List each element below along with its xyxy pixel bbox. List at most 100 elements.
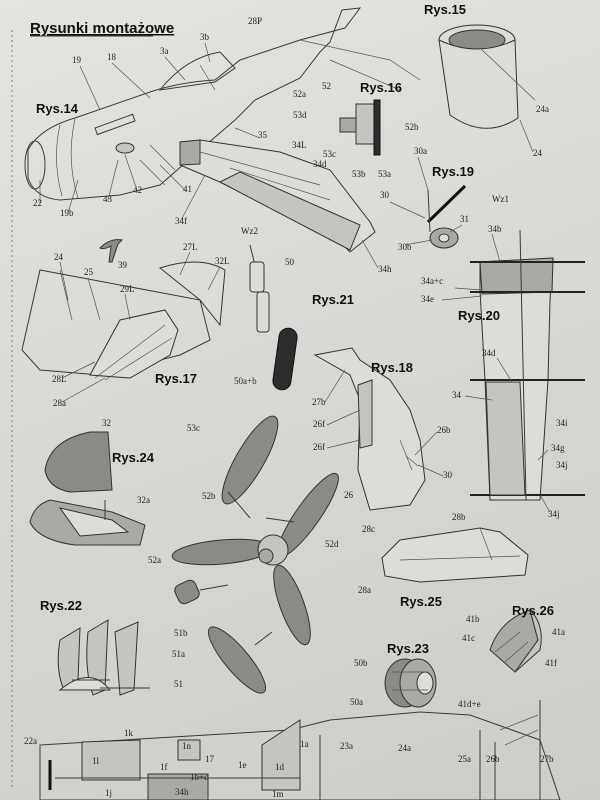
part-52a-prop-label: 52a <box>148 555 161 565</box>
part-26b-label: 26b <box>437 425 451 435</box>
part-26f-label-2: 26f <box>313 442 325 452</box>
part-25a-label: 25a <box>458 754 471 764</box>
part-34j-label-2: 34j <box>548 509 560 519</box>
part-34f-label: 34f <box>175 216 187 226</box>
part-41f-label: 41f <box>545 658 557 668</box>
part-1a-label: 1a <box>300 739 309 749</box>
page-title: Rysunki montażowe <box>30 20 174 37</box>
part-1d-label: 1d <box>275 762 285 772</box>
part-24-rys15-label: 24 <box>533 148 543 158</box>
rys22-label: Rys.22 <box>40 598 82 613</box>
part-34-label: 34 <box>452 390 462 400</box>
part-41b-label: 41b <box>466 614 480 624</box>
rys24-label: Rys.24 <box>112 450 155 465</box>
part-34b-label: 34b <box>488 224 502 234</box>
rys19-leaders <box>389 156 463 246</box>
part-53c-prop-label: 53c <box>187 423 200 433</box>
part-24a-bottom-label: 24a <box>398 743 411 753</box>
part-39-label: 39 <box>118 260 128 270</box>
rys25-label: Rys.25 <box>400 594 442 609</box>
part-26b-bottom-label: 26b <box>486 754 500 764</box>
rys15-leader <box>519 119 534 153</box>
part-3a-label: 3a <box>160 46 169 56</box>
rys21-tailwheel-drawing <box>249 244 298 391</box>
part-26f-label-1: 26f <box>313 419 325 429</box>
part-22a-label: 22a <box>24 736 37 746</box>
part-39-shape <box>99 239 124 263</box>
part-22-label: 22 <box>33 198 42 208</box>
part-30-rys19-label: 30 <box>380 190 390 200</box>
part-34g-label: 34g <box>551 443 565 453</box>
part-41a-label: 41a <box>552 627 565 637</box>
part-26-label: 26 <box>344 490 354 500</box>
rys14-fuselage-drawing <box>24 7 421 201</box>
rys26-drawing <box>489 608 542 673</box>
part-51b-label: 51b <box>174 628 188 638</box>
part-51a-label: 51a <box>172 649 185 659</box>
part-51-label: 51 <box>174 679 183 689</box>
part-34a-c-label: 34a+c <box>421 276 443 286</box>
part-53c-rys16-label: 53c <box>323 149 336 159</box>
part-34L-label: 34L <box>292 140 307 150</box>
part-19b-label: 19b <box>60 208 74 218</box>
rys17-leaders <box>59 251 221 403</box>
part-1l-label: 1l <box>92 756 100 766</box>
rys15-cowling-drawing <box>438 24 536 129</box>
part-1b-c-label: 1b+c <box>190 772 208 782</box>
part-41-label: 41 <box>183 184 192 194</box>
part-28L-label: 28L <box>52 374 67 384</box>
part-1e-label: 1e <box>238 760 247 770</box>
rys18-drawing <box>313 347 426 511</box>
rys18-label: Rys.18 <box>371 360 413 375</box>
part-27b-bottom-label: 27b <box>540 754 554 764</box>
part-1f-label: 1f <box>160 762 168 772</box>
rys15-label: Rys.15 <box>424 2 466 17</box>
rys25-canopy-drawing <box>381 527 529 583</box>
rys21-label: Rys.21 <box>312 292 354 307</box>
part-1n-label: 1n <box>182 741 192 751</box>
part-34j-label-1: 34j <box>556 460 568 470</box>
part-28P-label: 28P <box>248 16 262 26</box>
rys20-label: Rys.20 <box>458 308 500 323</box>
part-53d-label: 53d <box>293 110 307 120</box>
rys26-label: Rys.26 <box>512 603 554 618</box>
rys19-gear-drawing <box>426 184 467 249</box>
part-30b-label: 30b <box>398 242 412 252</box>
part-18-label: 18 <box>107 52 117 62</box>
rys16-label: Rys.16 <box>360 80 402 95</box>
part-32-label: 32 <box>102 418 111 428</box>
rys17-label: Rys.17 <box>155 371 197 386</box>
part-28c-label: 28c <box>362 524 375 534</box>
part-34h-label: 34h <box>378 264 392 274</box>
rys18-leaders <box>324 369 444 477</box>
part-52a-rys16-label: 52a <box>293 89 306 99</box>
part-3b-label: 3b <box>200 32 210 42</box>
rys14-leader-lines <box>39 42 379 269</box>
part-19-label: 19 <box>72 55 82 65</box>
part-29L-label: 29L <box>120 284 135 294</box>
rys23-label: Rys.23 <box>387 641 429 656</box>
part-31-label: 31 <box>460 214 469 224</box>
bottom-fuselage-strip <box>39 700 561 800</box>
wing-34-drawing <box>179 139 376 253</box>
rys22-drawing <box>57 619 150 696</box>
part-34i-label: 34i <box>556 418 568 428</box>
part-52b-rys16-label: 52b <box>405 122 419 132</box>
rys14-label: Rys.14 <box>36 101 79 116</box>
part-30a-label: 30a <box>414 146 427 156</box>
rys20-leaders <box>441 233 551 513</box>
part-32L-label: 32L <box>215 256 230 266</box>
rys19-label: Rys.19 <box>432 164 474 179</box>
part-Wz1-label: Wz1 <box>492 194 509 204</box>
part-52d-label: 52d <box>325 539 339 549</box>
part-27b-label: 27b <box>312 397 326 407</box>
part-50-label: 50 <box>285 257 295 267</box>
part-30-rys18-label: 30 <box>443 470 453 480</box>
part-28b-label: 28b <box>452 512 466 522</box>
part-24a-rys15-label: 24a <box>536 104 549 114</box>
part-53b-label: 53b <box>352 169 366 179</box>
part-52b-prop-label: 52b <box>202 491 216 501</box>
part-27L-label: 27L <box>183 242 198 252</box>
